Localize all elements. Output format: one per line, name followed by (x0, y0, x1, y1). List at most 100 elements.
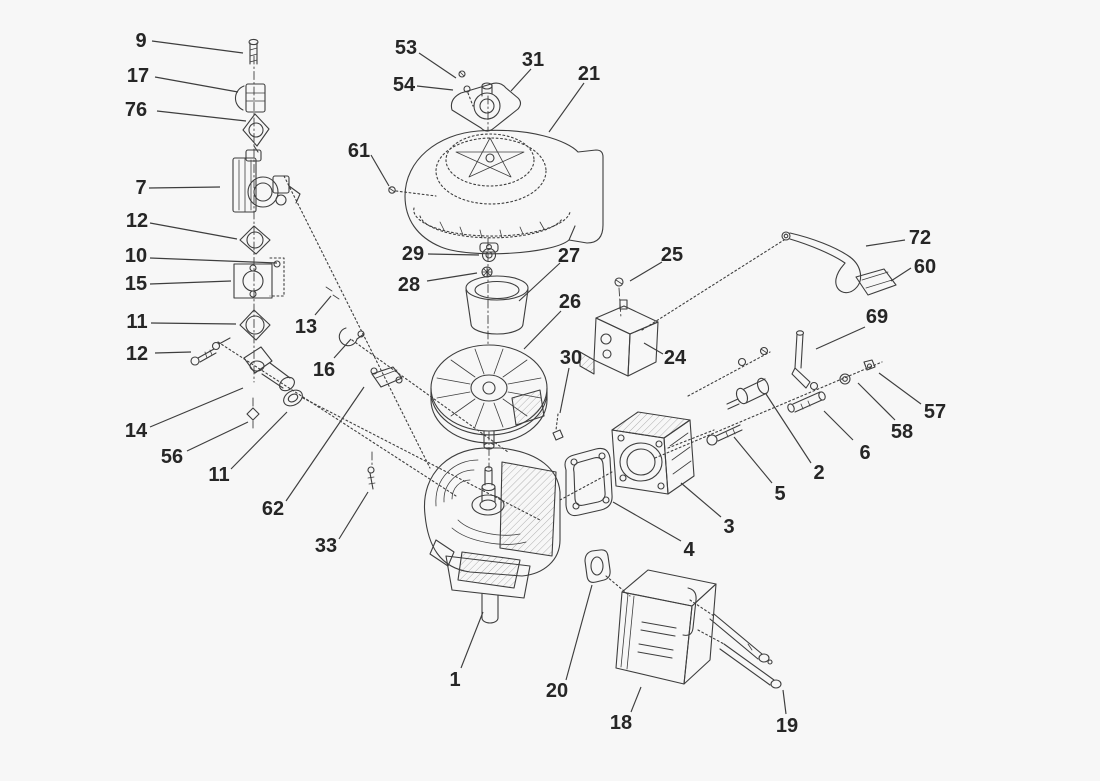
drain-screw-part (246, 397, 260, 429)
muffler-bolts-part (709, 613, 782, 689)
leader-line-24 (643, 342, 664, 355)
callout-label-18: 18 (610, 712, 632, 734)
leader-line-7 (148, 186, 221, 189)
callout-label-28: 28 (398, 274, 420, 296)
ignition-coil-part (579, 299, 659, 377)
screw-part (614, 277, 624, 319)
callout-label-1: 1 (449, 669, 460, 691)
leader-line-30 (559, 367, 570, 414)
leader-line-19 (782, 689, 787, 715)
leader-line-11 (230, 411, 288, 470)
callout-layer: 9177671210151112131614561162335354312161… (125, 30, 946, 737)
callout-label-11: 11 (126, 311, 147, 333)
gasket-part (239, 225, 271, 255)
callout-label-15: 15 (125, 273, 147, 295)
exhaust-gasket-part (584, 549, 611, 583)
callout-label-57: 57 (924, 401, 946, 423)
screws-part (458, 70, 474, 107)
governor-rod-screws-part (737, 346, 769, 367)
leader-line-5 (733, 436, 773, 484)
leader-line-57 (878, 372, 922, 405)
callout-label-29: 29 (402, 243, 424, 265)
leader-line-31 (510, 68, 532, 92)
callout-label-6: 6 (859, 442, 870, 464)
leader-line-20 (565, 584, 593, 681)
callout-label-58: 58 (891, 421, 913, 443)
leader-line-12 (154, 351, 192, 354)
bracket-part (269, 257, 285, 297)
callout-label-62: 62 (262, 498, 284, 520)
callout-label-72: 72 (909, 227, 931, 249)
leader-line-61 (370, 154, 390, 187)
carburetor-part (232, 149, 301, 213)
leader-line-25 (629, 261, 663, 282)
leader-line-13 (314, 295, 332, 316)
throttle-link-part (325, 286, 340, 300)
callout-label-17: 17 (127, 65, 149, 87)
starwasher-part (481, 266, 493, 278)
callout-label-25: 25 (661, 244, 683, 266)
intake-elbow-part (243, 346, 295, 392)
callout-label-76: 76 (125, 99, 147, 121)
nut-part (481, 247, 497, 263)
leader-line-21 (548, 82, 585, 133)
callout-label-5: 5 (774, 483, 785, 505)
callout-label-11: 11 (208, 464, 229, 486)
leader-line-16 (333, 338, 352, 359)
leader-line-14 (149, 387, 244, 428)
leader-line-33 (338, 491, 369, 540)
stud-part (787, 391, 826, 413)
leader-line-11 (150, 322, 237, 325)
callout-label-19: 19 (776, 715, 798, 737)
leader-line-9 (151, 40, 244, 54)
leader-line-26 (523, 310, 562, 350)
leader-line-62 (285, 386, 365, 502)
leader-line-27 (518, 262, 561, 302)
nut-part (863, 359, 876, 371)
callout-label-26: 26 (559, 291, 581, 313)
callout-label-14: 14 (125, 420, 148, 442)
leader-line-6 (823, 410, 854, 441)
callout-label-33: 33 (315, 535, 337, 557)
float-part (242, 113, 270, 153)
leader-line-53 (418, 52, 457, 79)
leader-line-15 (149, 280, 232, 285)
muffler-part (615, 569, 717, 685)
leader-line-18 (630, 686, 642, 713)
wire-terminal-part (855, 268, 897, 296)
flywheel-key-part (552, 429, 564, 441)
leader-line-58 (857, 382, 896, 421)
leader-line-2 (765, 393, 812, 464)
leader-line-56 (186, 421, 249, 452)
washer-part (839, 373, 851, 385)
callout-label-20: 20 (546, 680, 568, 702)
spacer-block-part (233, 263, 273, 299)
starter-cup-part (465, 275, 529, 335)
callout-label-54: 54 (393, 74, 416, 96)
governor-crank-part (791, 330, 819, 391)
callout-label-9: 9 (135, 30, 146, 52)
callout-label-60: 60 (914, 256, 936, 278)
clamp-part (338, 327, 365, 347)
leader-line-10 (149, 257, 278, 264)
carburetor-top-part (234, 83, 266, 113)
leader-line-1 (460, 611, 484, 669)
crankcase-part (423, 447, 561, 624)
leader-line-28 (426, 272, 478, 282)
governor-spool-part (726, 377, 770, 410)
callout-label-13: 13 (295, 316, 317, 338)
callout-label-53: 53 (395, 37, 417, 59)
governor-lever-part (370, 366, 403, 388)
callout-label-3: 3 (723, 516, 734, 538)
callout-label-2: 2 (813, 462, 824, 484)
leader-line-29 (427, 253, 480, 256)
spark-plug-wire-part (781, 231, 862, 294)
callout-label-12: 12 (126, 343, 148, 365)
screw-part (367, 451, 376, 490)
callout-label-69: 69 (866, 306, 888, 328)
callout-label-24: 24 (664, 347, 687, 369)
callout-label-31: 31 (522, 49, 544, 71)
callout-label-7: 7 (135, 177, 146, 199)
